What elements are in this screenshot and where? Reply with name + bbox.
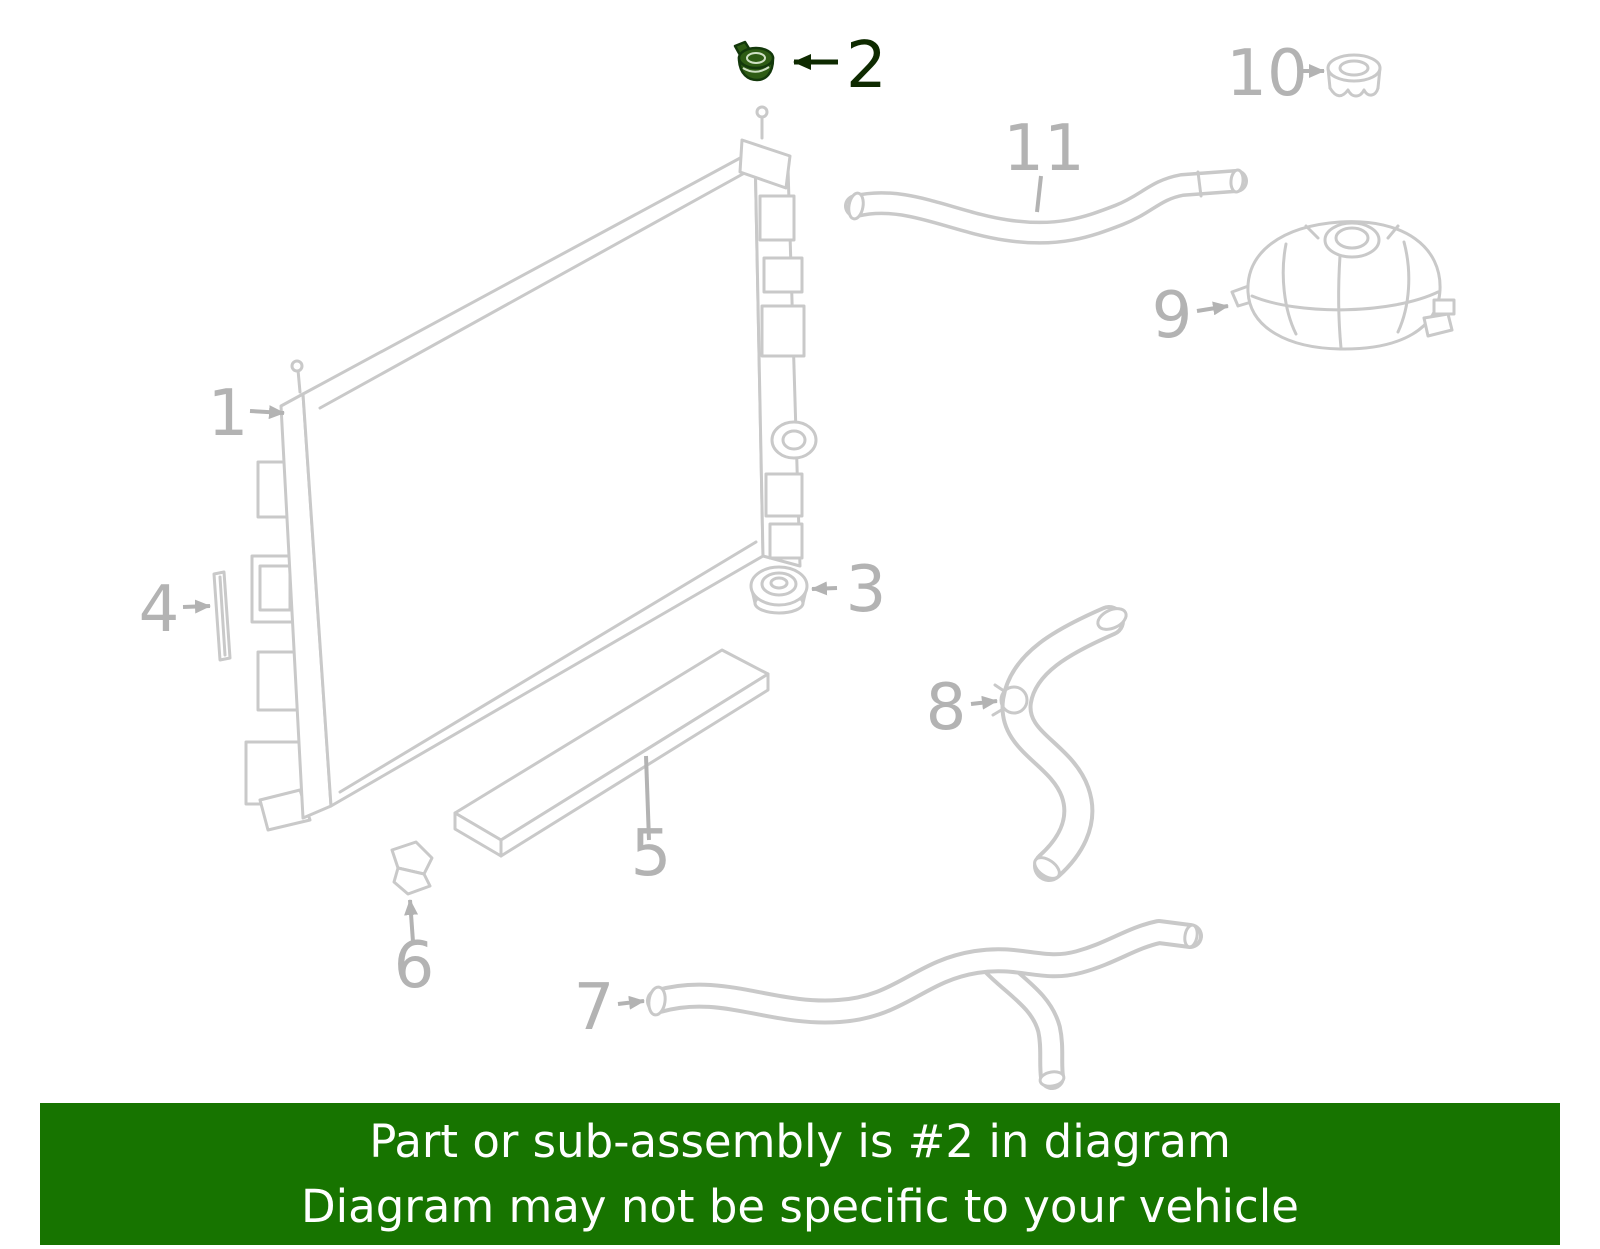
part-4-side-strip	[212, 570, 232, 662]
part-3-grommet	[749, 565, 809, 615]
part-11-upper-hose	[844, 168, 1248, 245]
callout-1-label: 1	[208, 377, 249, 451]
callout-2-label: 2	[846, 29, 887, 103]
part-6-bracket	[390, 840, 434, 896]
callout-3-arrow	[811, 581, 838, 596]
callout-5-leader	[644, 755, 651, 841]
callout-11-leader	[1035, 175, 1043, 213]
tank-body	[1246, 220, 1442, 351]
callout-6-arrow	[404, 899, 419, 943]
banner-line-2: Diagram may not be specific to your vehi…	[301, 1180, 1299, 1233]
left-mount-pin	[296, 368, 302, 394]
callout-9-label: 9	[1152, 279, 1193, 353]
callout-11: 11	[1003, 112, 1085, 213]
callout-4: 4	[139, 573, 211, 647]
callout-4-label: 4	[139, 573, 180, 647]
callout-6: 6	[394, 899, 435, 1003]
callout-4-arrow	[182, 599, 211, 614]
banner-line-1: Part or sub-assembly is #2 in diagram	[369, 1114, 1231, 1168]
part-9-expansion-tank	[1230, 220, 1456, 351]
callout-8-label: 8	[926, 671, 967, 745]
part-10-cap	[1326, 53, 1382, 98]
callout-11-label: 11	[1003, 112, 1084, 186]
callout-7: 7	[574, 971, 645, 1045]
callout-9: 9	[1152, 279, 1229, 353]
callout-2: 2	[793, 29, 887, 103]
part-7-lower-hose	[646, 919, 1203, 1090]
top-mount-bracket	[738, 138, 792, 190]
hose-clamp	[999, 685, 1029, 715]
part-2-highlighted-mount	[733, 40, 775, 82]
callout-5-label: 5	[631, 817, 672, 891]
callout-7-arrow	[617, 995, 645, 1010]
callout-9-arrow	[1196, 301, 1229, 316]
part-5-seal-strip	[453, 648, 770, 858]
callout-3-label: 3	[846, 553, 887, 627]
callouts: 2 1 3 4 5 6 7	[139, 29, 1325, 1045]
callout-5: 5	[631, 755, 672, 891]
callout-6-label: 6	[394, 929, 435, 1003]
part-1-radiator	[244, 105, 818, 832]
highlight-banner: Part or sub-assembly is #2 in diagram Di…	[40, 1103, 1560, 1245]
callout-3: 3	[811, 553, 887, 627]
seal-strip-end	[453, 811, 503, 858]
callout-8-arrow	[970, 695, 998, 710]
callout-7-label: 7	[574, 971, 615, 1045]
callout-1: 1	[208, 377, 285, 451]
callout-10: 10	[1226, 37, 1325, 111]
callout-8: 8	[926, 671, 998, 745]
part-8-hose-and-clamp	[991, 605, 1128, 882]
radiator-parts-diagram: 2 1 3 4 5 6 7	[139, 29, 1456, 1090]
callout-1-arrow	[249, 405, 285, 420]
callout-10-label: 10	[1226, 37, 1307, 111]
